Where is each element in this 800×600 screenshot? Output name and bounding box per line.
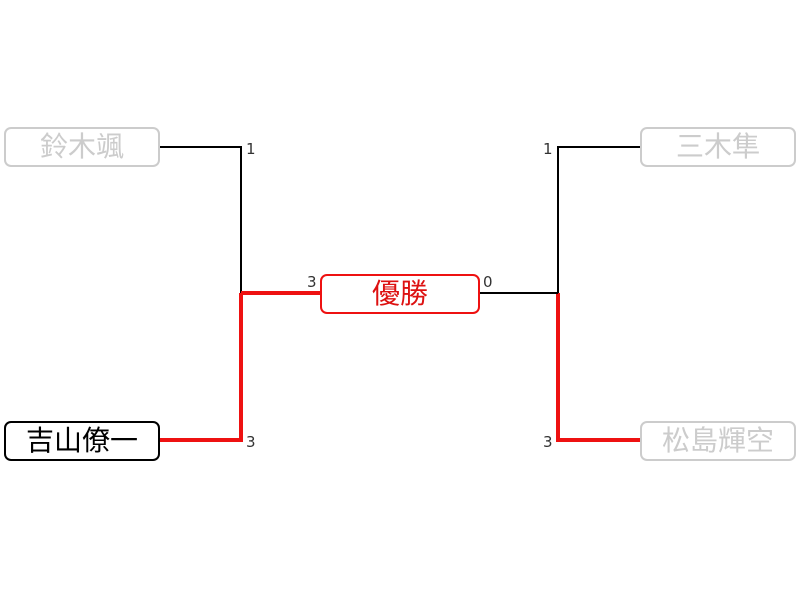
- player-right-bottom[interactable]: 松島輝空: [640, 421, 796, 461]
- score-right-bottom: 3: [543, 433, 553, 451]
- player-left-bottom[interactable]: 吉山僚一: [4, 421, 160, 461]
- left-top-connector: [160, 146, 242, 293]
- player-left-top[interactable]: 鈴木颯: [4, 127, 160, 167]
- score-left-final: 3: [307, 273, 317, 291]
- left-bottom-connector: [160, 293, 243, 442]
- right-bottom-connector: [556, 293, 640, 442]
- score-left-bottom: 3: [246, 433, 256, 451]
- score-right-final: 0: [483, 273, 493, 291]
- player-right-top[interactable]: 三木隼: [640, 127, 796, 167]
- score-left-top: 1: [246, 140, 256, 158]
- score-right-top: 1: [543, 140, 553, 158]
- champion-box[interactable]: 優勝: [320, 274, 480, 314]
- right-top-connector: [557, 146, 640, 293]
